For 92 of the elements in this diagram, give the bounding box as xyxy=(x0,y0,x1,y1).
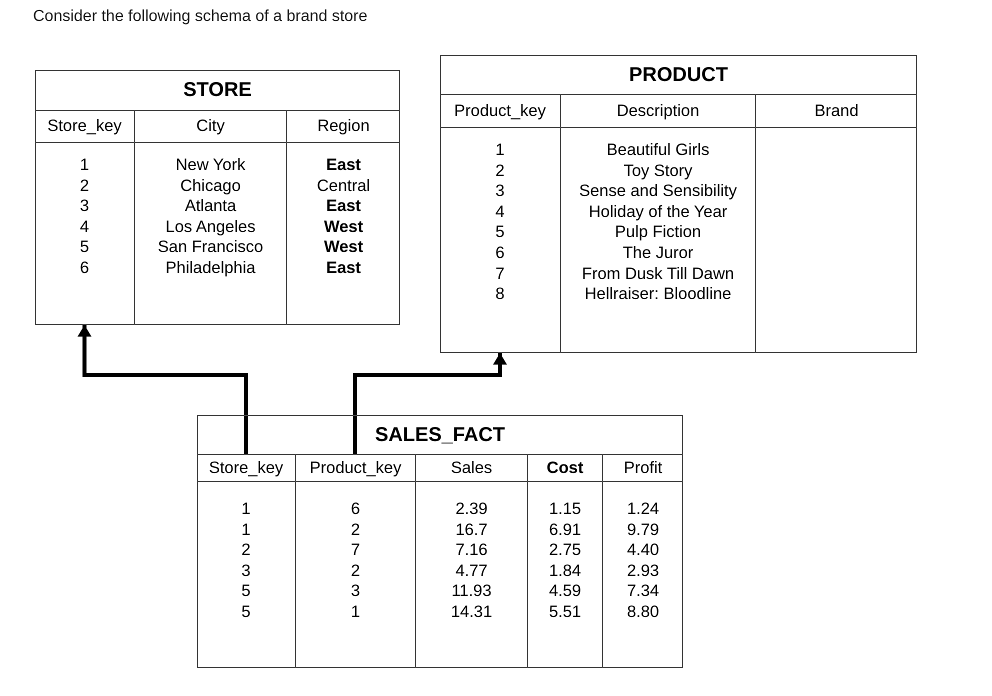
data-value: 16.7 xyxy=(455,520,488,540)
column-header: Profit xyxy=(603,455,683,482)
table xyxy=(440,55,917,353)
data-value: 1.15 xyxy=(548,499,582,520)
data-value: 7 xyxy=(350,540,360,561)
data-value: 2 xyxy=(241,540,251,561)
data-value: Los Angeles xyxy=(166,216,256,238)
data-value: East xyxy=(326,155,361,176)
table-name: SALES_FACT xyxy=(374,424,506,446)
data-value: Holiday of the Year xyxy=(588,202,728,222)
data-value: 1 xyxy=(241,520,251,540)
data-value: 2 xyxy=(350,560,360,582)
data-value: Atlanta xyxy=(184,196,236,217)
data-value: 2.39 xyxy=(455,499,488,520)
data-value: 1 xyxy=(350,602,360,623)
table-column xyxy=(415,455,527,668)
data-value: San Francisco xyxy=(158,237,264,258)
table-column xyxy=(527,455,602,668)
data-value: 3 xyxy=(495,181,505,202)
column-header: Brand xyxy=(756,95,917,128)
data-value: Sense and Sensibility xyxy=(579,181,737,202)
data-value: Pulp Fiction xyxy=(614,222,702,243)
data-value: 6.91 xyxy=(548,520,582,540)
data-value: Chicago xyxy=(180,176,241,196)
table-name: STORE xyxy=(183,79,252,102)
data-value: 2.75 xyxy=(548,540,582,561)
table-column xyxy=(602,455,683,668)
connector-arrow xyxy=(353,353,507,455)
data-value: 5 xyxy=(241,581,251,602)
data-value: West xyxy=(324,216,364,238)
data-value: From Dusk Till Dawn xyxy=(582,264,734,284)
data-value: 2.93 xyxy=(626,560,660,582)
table-column xyxy=(295,455,415,668)
data-value: 4.77 xyxy=(455,560,488,582)
data-value: 5 xyxy=(241,602,251,623)
table-name: PRODUCT xyxy=(629,64,728,86)
data-value: 7 xyxy=(495,264,505,284)
connector-arrow xyxy=(78,325,248,455)
data-value: 3 xyxy=(350,581,360,602)
data-value: The Juror xyxy=(622,242,694,264)
data-value: Philadelphia xyxy=(166,258,256,279)
data-value: 1 xyxy=(495,140,505,161)
data-value: Central xyxy=(316,176,370,196)
data-value: 1 xyxy=(241,499,251,520)
column-header: City xyxy=(135,111,286,143)
table-column xyxy=(134,111,286,325)
data-value: 1.84 xyxy=(548,560,582,582)
data-value: East xyxy=(326,196,361,217)
column-header: Cost xyxy=(528,455,602,482)
data-value: 14.31 xyxy=(450,602,492,623)
table-column xyxy=(560,95,755,353)
data-value: 7.16 xyxy=(455,540,488,561)
column-header: Sales xyxy=(416,455,527,482)
column-header: Store_key xyxy=(35,111,134,143)
data-value: 5.51 xyxy=(548,602,582,623)
data-value: 8 xyxy=(495,284,505,305)
data-value: 9.79 xyxy=(626,520,660,540)
data-value: 2 xyxy=(350,520,360,540)
data-value: 3 xyxy=(241,560,251,582)
data-value: Toy Story xyxy=(624,160,692,182)
heading: Consider the following schema of a brand store xyxy=(33,8,368,26)
data-value: 4.59 xyxy=(548,581,582,602)
data-value: 4.40 xyxy=(626,540,660,561)
data-value: 6 xyxy=(350,499,360,520)
data-value: East xyxy=(326,258,361,279)
column-header: Product_key xyxy=(440,95,560,128)
data-value: Beautiful Girls xyxy=(606,140,710,161)
data-value: Hellraiser: Bloodline xyxy=(584,284,732,305)
data-value: 6 xyxy=(80,258,90,279)
column-header: Product_key xyxy=(296,455,415,482)
data-value: 3 xyxy=(80,196,90,217)
data-value: 7.34 xyxy=(626,581,660,602)
data-value: 4 xyxy=(495,202,505,222)
column-header: Region xyxy=(287,111,400,143)
data-value: New York xyxy=(176,155,246,176)
table-column xyxy=(286,111,400,325)
table xyxy=(197,415,683,668)
column-header: Store_key xyxy=(197,455,295,482)
table xyxy=(35,70,400,325)
data-value: 11.93 xyxy=(451,581,492,602)
data-value: 8.80 xyxy=(626,602,660,623)
data-value: 2 xyxy=(80,176,90,196)
data-value: 1.24 xyxy=(626,499,660,520)
table-column xyxy=(755,95,917,353)
column-header: Description xyxy=(561,95,755,128)
data-value: 5 xyxy=(495,222,505,243)
data-value: 1 xyxy=(80,155,90,176)
data-value: 6 xyxy=(495,242,505,264)
data-value: 4 xyxy=(80,216,90,238)
data-value: 2 xyxy=(495,160,505,182)
data-value: West xyxy=(324,237,364,258)
data-value: 5 xyxy=(80,237,90,258)
